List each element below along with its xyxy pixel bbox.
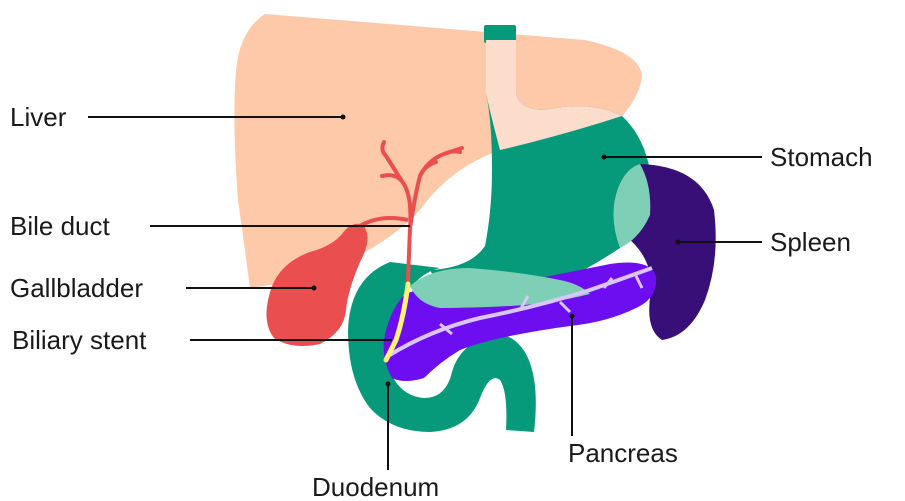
duodenum-label: Duodenum xyxy=(312,472,439,501)
spleen-label: Spleen xyxy=(770,227,851,257)
duodenum-leader-dot xyxy=(386,382,391,387)
pancreas-leader-dot xyxy=(570,314,575,319)
gallbladder-label: Gallbladder xyxy=(10,273,143,303)
bile-duct-label: Bile duct xyxy=(10,211,110,241)
biliary-stent-label: Biliary stent xyxy=(12,325,147,355)
pancreas-label: Pancreas xyxy=(568,438,678,468)
liver-leader-dot xyxy=(341,115,346,120)
stomach-leader-dot xyxy=(602,155,607,160)
liver-label: Liver xyxy=(10,102,67,132)
gallbladder-leader-dot xyxy=(312,286,317,291)
spleen-leader-dot xyxy=(676,240,681,245)
stomach-label: Stomach xyxy=(770,142,873,172)
